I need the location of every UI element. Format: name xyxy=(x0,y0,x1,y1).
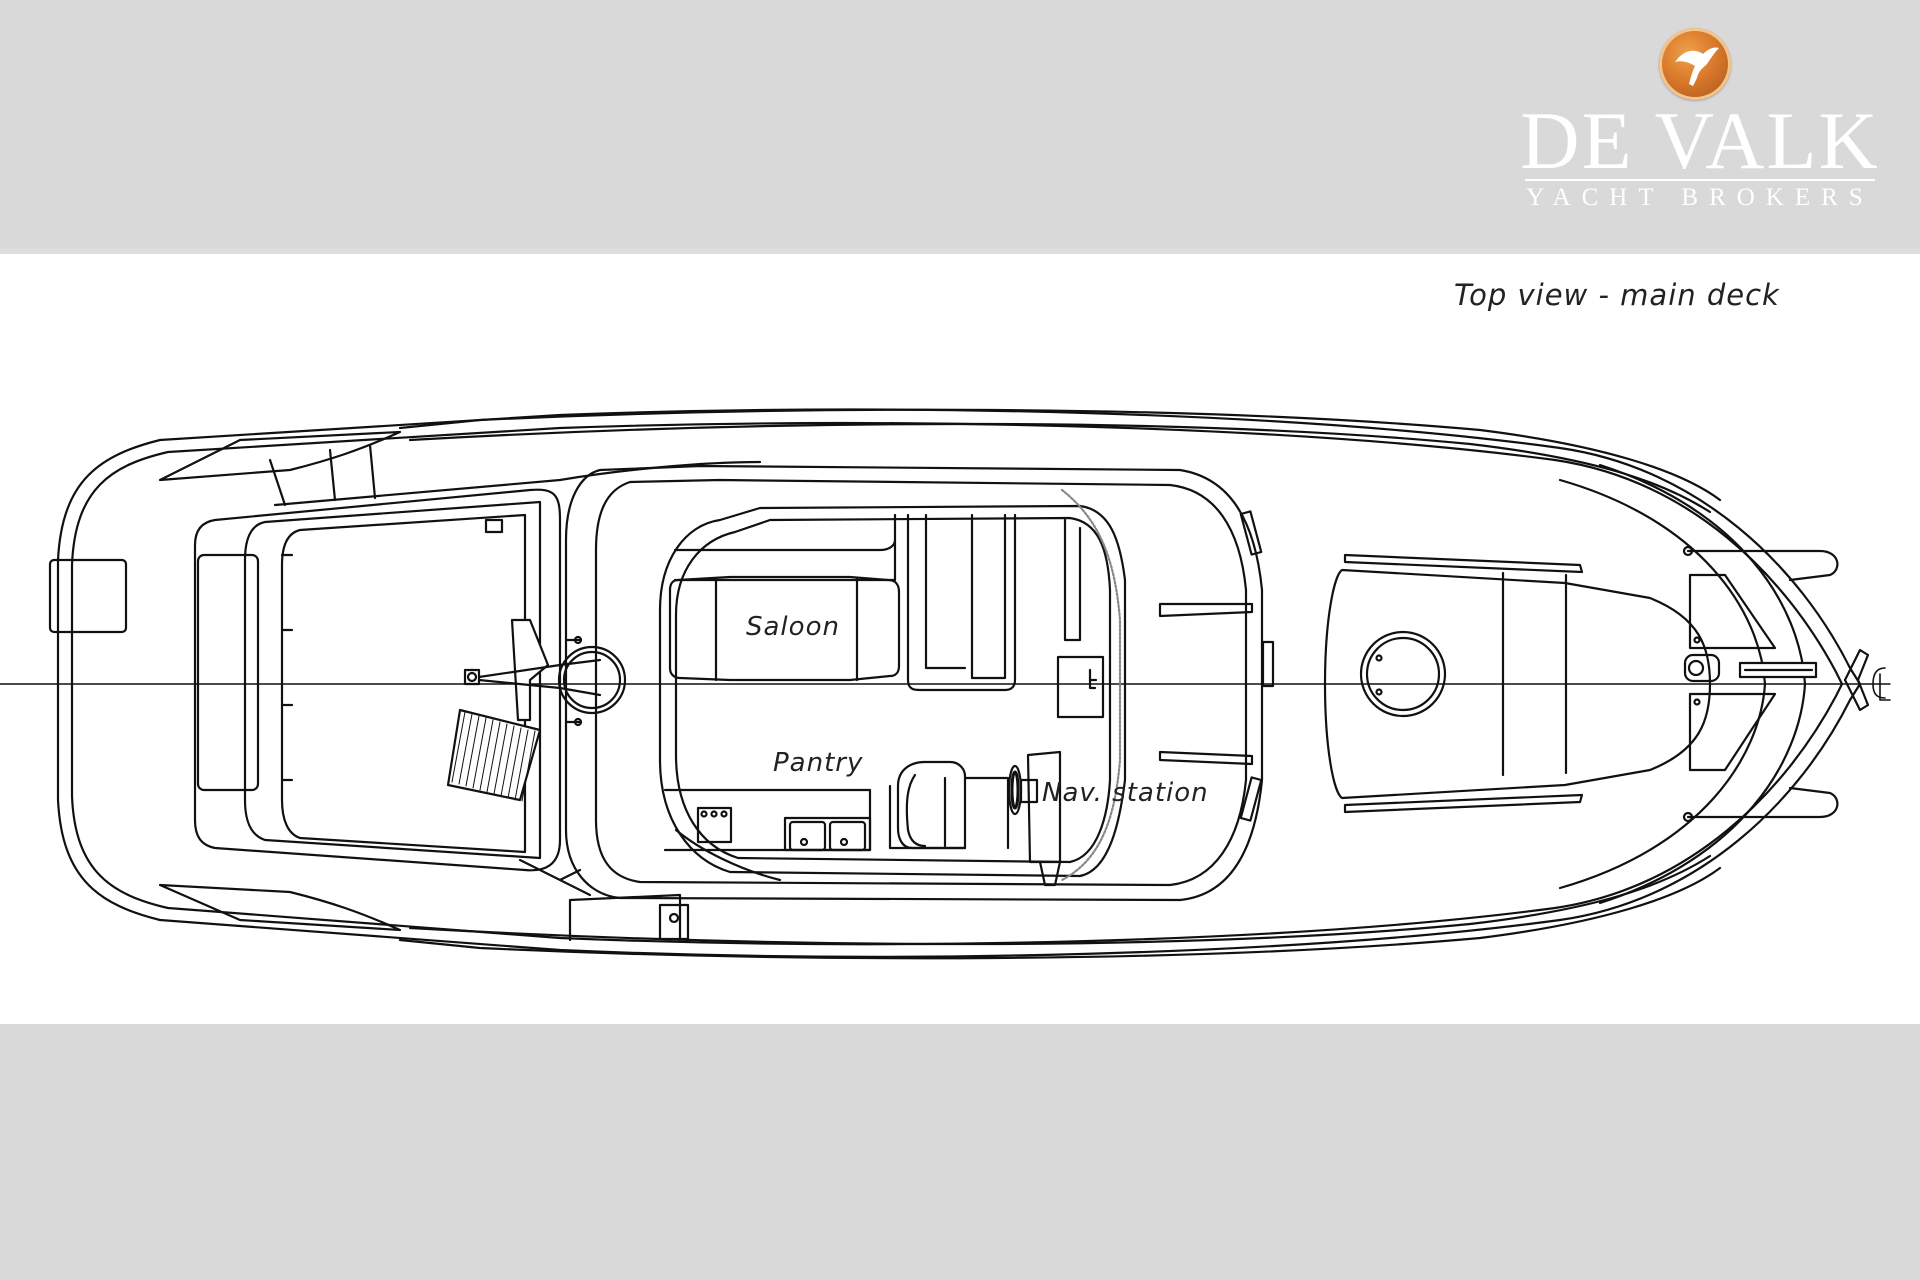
header-divider xyxy=(0,248,1920,254)
centerline-symbol-icon xyxy=(1872,667,1891,701)
brand-logo[interactable]: DE VALK YACHT BROKERS xyxy=(1515,28,1885,211)
windshield-frame xyxy=(1158,510,1275,822)
cabin-superstructure xyxy=(564,464,1264,902)
brand-name: DE VALK xyxy=(1520,95,1880,186)
label-saloon: Saloon xyxy=(746,612,840,642)
label-nav-station: Nav. station xyxy=(1042,778,1209,808)
anchor-locker xyxy=(1683,573,1777,772)
brand-divider xyxy=(1525,179,1875,181)
steering-wheel xyxy=(1007,764,1039,816)
drawing-panel xyxy=(0,254,1920,1024)
brand-tagline: YACHT BROKERS xyxy=(1526,184,1874,211)
nav-station-console xyxy=(1026,750,1062,887)
bow-pulpit xyxy=(1682,545,1839,823)
stern-hatch xyxy=(48,558,128,634)
hull-outline xyxy=(56,408,1862,958)
drawing-title: Top view - main deck xyxy=(1454,278,1780,312)
header-band xyxy=(0,0,1920,252)
footer-band xyxy=(0,1024,1920,1280)
falcon-emblem-icon xyxy=(1659,28,1731,100)
galley-counter xyxy=(663,788,872,882)
foredeck-sunpad xyxy=(1323,553,1712,814)
bow-roller xyxy=(1738,648,1870,712)
teak-steps xyxy=(451,711,536,802)
cockpit xyxy=(193,488,562,872)
helm-access xyxy=(446,618,627,897)
bow-deck-lines xyxy=(1558,463,1807,905)
saloon-settee xyxy=(668,513,1105,719)
forward-hatch xyxy=(1359,630,1447,718)
helm-seat xyxy=(888,760,1010,850)
label-pantry: Pantry xyxy=(773,748,864,778)
